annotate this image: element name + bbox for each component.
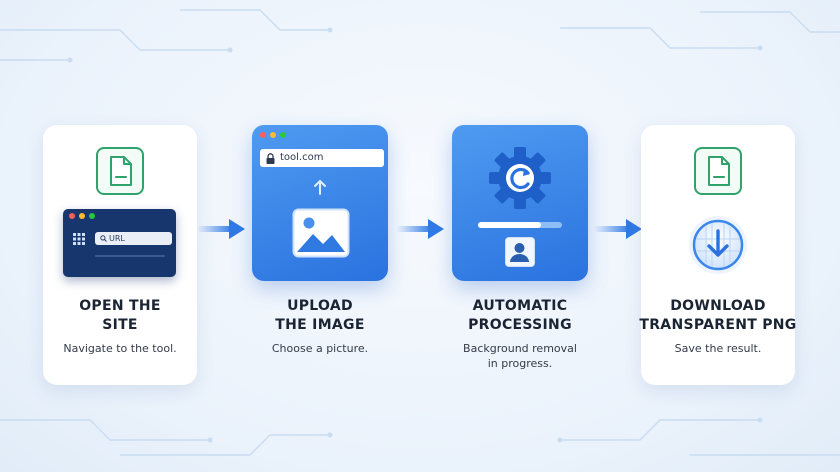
step-title-line: OPEN THE — [79, 298, 161, 314]
progress-track — [478, 222, 562, 228]
close-dot — [69, 213, 75, 219]
lock-icon — [266, 153, 275, 164]
step-title-line: THE IMAGE — [275, 317, 365, 333]
step-title-line: PROCESSING — [468, 317, 572, 333]
window-controls — [69, 213, 95, 219]
step-desc-upload-image: Choose a picture. — [271, 342, 369, 355]
step-title-line: AUTOMATIC — [472, 298, 568, 314]
download-globe-icon[interactable] — [686, 213, 750, 277]
maximize-dot — [280, 132, 286, 138]
search-icon — [100, 235, 107, 242]
url-input[interactable]: URL — [95, 232, 172, 245]
upload-panel: tool.com — [252, 125, 388, 281]
grid-icon — [73, 233, 85, 245]
step-desc-open-site: Navigate to the tool. — [63, 342, 177, 355]
step-card-download-png — [641, 125, 795, 385]
step-card-open-site: URL — [43, 125, 197, 385]
window-controls — [260, 132, 286, 138]
step-title-line: DOWNLOAD — [670, 298, 766, 314]
close-dot — [260, 132, 266, 138]
step-title-open-site: OPEN THE SITE — [30, 297, 210, 335]
url-placeholder: URL — [109, 234, 125, 243]
maximize-dot — [89, 213, 95, 219]
step-title-automatic-processing: AUTOMATIC PROCESSING — [430, 297, 610, 335]
step-title-upload-image: UPLOAD THE IMAGE — [230, 297, 410, 335]
step-desc-line: Background removal — [463, 342, 577, 355]
arrow-right-icon — [396, 219, 444, 239]
refresh-icon — [510, 167, 530, 190]
progress-fill — [478, 222, 541, 228]
step-title-line: UPLOAD — [287, 298, 353, 314]
arrow-right-icon — [594, 219, 642, 239]
content-line — [95, 255, 165, 257]
step-title-line: TRANSPARENT PNG — [639, 317, 797, 333]
upload-arrow-icon — [314, 180, 326, 195]
step-desc-automatic-processing: Background removal in progress. — [430, 341, 610, 371]
document-icon — [96, 147, 144, 195]
minimize-dot — [270, 132, 276, 138]
address-bar[interactable]: tool.com — [260, 149, 384, 167]
user-avatar-box — [505, 237, 535, 267]
step-desc-download-png: Save the result. — [674, 342, 762, 355]
step-title-download-png: DOWNLOAD TRANSPARENT PNG — [628, 297, 808, 335]
image-icon — [292, 208, 350, 258]
minimize-dot — [79, 213, 85, 219]
document-icon — [694, 147, 742, 195]
user-icon — [510, 243, 529, 262]
step-desc-line: in progress. — [487, 357, 553, 370]
processing-panel — [452, 125, 588, 281]
browser-window-icon: URL — [63, 209, 176, 277]
arrow-right-icon — [197, 219, 245, 239]
address-text: tool.com — [280, 152, 324, 163]
step-title-line: SITE — [102, 317, 138, 333]
gear-icon — [489, 147, 551, 209]
